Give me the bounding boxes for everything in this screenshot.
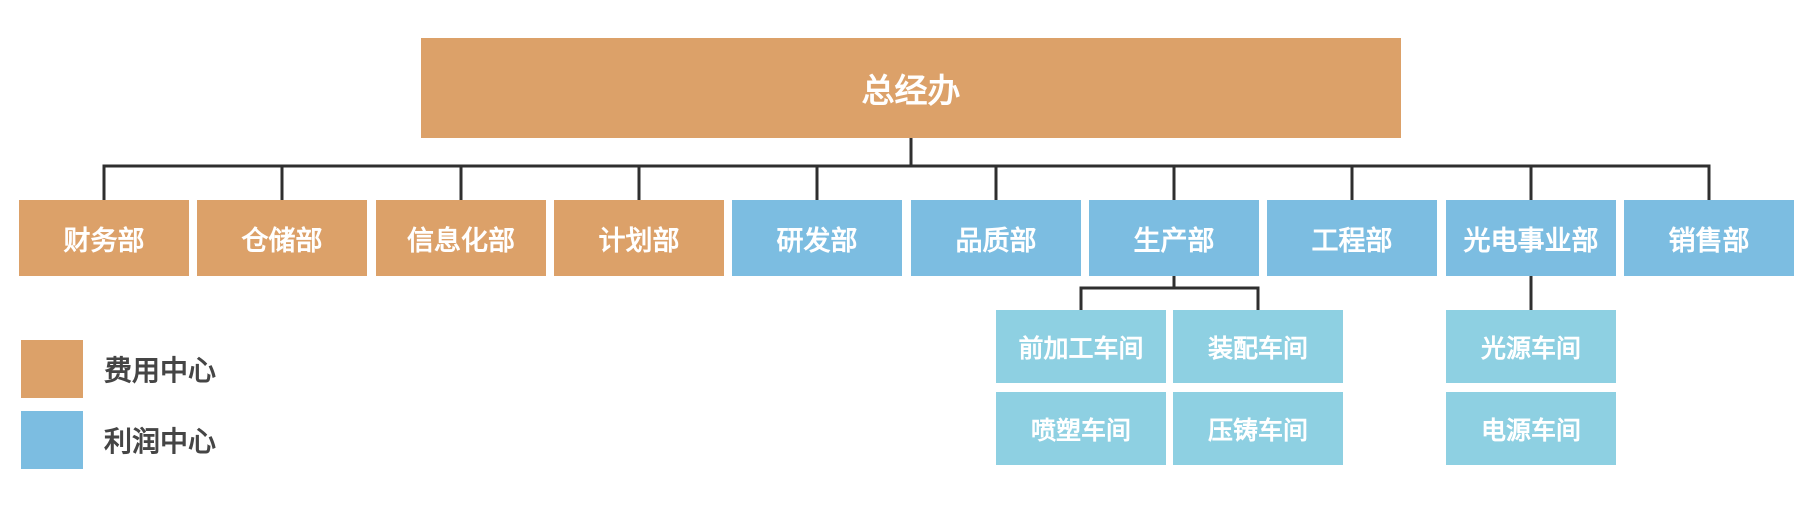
dept-label: 信息化部	[407, 225, 515, 257]
dept-label: 工程部	[1311, 225, 1393, 257]
legend-swatch-cost-center	[21, 340, 83, 398]
workshop-label: 喷塑车间	[1030, 415, 1131, 445]
workshop-box-die-casting: 压铸车间	[1173, 392, 1343, 465]
dept-label: 仓储部	[241, 225, 323, 257]
dept-box-quality: 品质部	[911, 200, 1081, 276]
workshop-label: 光源车间	[1480, 333, 1581, 363]
workshop-box-power-source: 电源车间	[1446, 392, 1616, 465]
workshop-box-spray-coating: 喷塑车间	[996, 392, 1166, 465]
dept-label: 销售部	[1668, 225, 1750, 257]
root-box-label: 总经办	[861, 71, 961, 110]
dept-label: 财务部	[63, 225, 145, 257]
dept-label: 光电事业部	[1463, 225, 1599, 257]
dept-box-planning: 计划部	[554, 200, 724, 276]
dept-box-optoelectronics: 光电事业部	[1446, 200, 1616, 276]
dept-box-sales: 销售部	[1624, 200, 1794, 276]
dept-label: 生产部	[1133, 225, 1215, 257]
workshop-box-assembly: 装配车间	[1173, 310, 1343, 383]
workshop-box-pre-processing: 前加工车间	[996, 310, 1166, 383]
workshop-label: 前加工车间	[1018, 333, 1144, 363]
workshop-label: 装配车间	[1207, 333, 1308, 363]
dept-box-informatization: 信息化部	[376, 200, 546, 276]
dept-box-warehouse: 仓储部	[197, 200, 367, 276]
legend-swatch-profit-center	[21, 411, 83, 469]
dept-box-finance: 财务部	[19, 200, 189, 276]
dept-label: 计划部	[598, 225, 680, 257]
legend-label-profit-center: 利润中心	[104, 425, 217, 458]
dept-label: 研发部	[776, 225, 858, 257]
legend-label-cost-center: 费用中心	[104, 354, 217, 387]
dept-label: 品质部	[955, 225, 1037, 257]
dept-box-engineering: 工程部	[1267, 200, 1437, 276]
root-box-general-manager-office: 总经办	[421, 38, 1401, 138]
workshop-label: 压铸车间	[1207, 415, 1308, 445]
workshop-box-light-source: 光源车间	[1446, 310, 1616, 383]
dept-box-rnd: 研发部	[732, 200, 902, 276]
workshop-label: 电源车间	[1480, 415, 1581, 445]
dept-box-production: 生产部	[1089, 200, 1259, 276]
